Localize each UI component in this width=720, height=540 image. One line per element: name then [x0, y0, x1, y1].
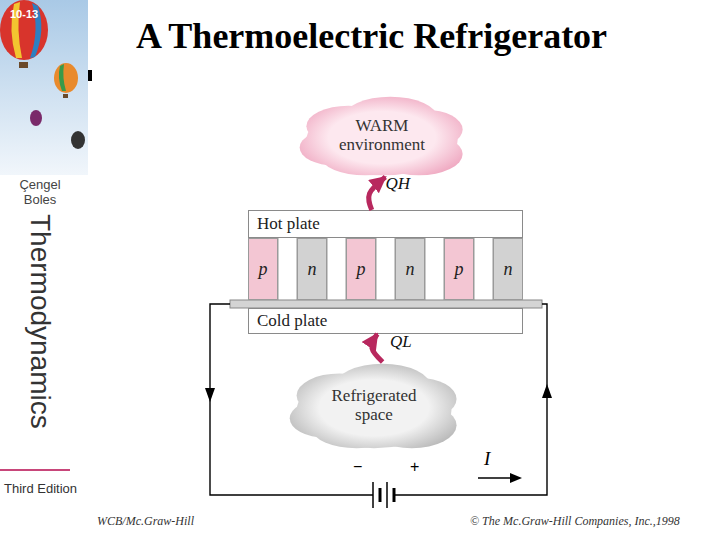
node-text: p: [455, 259, 464, 280]
balloon: [54, 63, 78, 93]
slide-number: 10-13: [10, 8, 38, 20]
connector-bar: [230, 300, 542, 308]
heat-label: QH: [386, 174, 411, 194]
node-text: p: [357, 259, 366, 280]
battery-plate: [393, 488, 396, 502]
metal-contact: [278, 236, 297, 301]
current-arrow: [478, 477, 512, 478]
node-text: n: [406, 259, 415, 280]
node-text: n: [308, 259, 317, 280]
battery-plate: [386, 482, 388, 508]
metal-contact: [425, 236, 444, 301]
metal-contact: [376, 236, 395, 301]
node-text: Refrigerated space: [322, 387, 426, 424]
author-names: Çengel Boles: [14, 178, 66, 208]
battery-polarity: −: [353, 458, 362, 476]
cold-cloud: Refrigerated space: [288, 362, 460, 450]
node-text: p: [259, 259, 268, 280]
cold-plate: Cold plate: [248, 308, 523, 334]
copyright-note: © The Mc.Graw-Hill Companies, Inc.,1998: [470, 514, 680, 529]
heat-flow-arrow: [372, 334, 383, 362]
node-text: Cold plate: [257, 311, 327, 331]
balloon: [0, 0, 48, 60]
current-arrowhead: [205, 388, 215, 402]
battery-plate: [379, 488, 382, 502]
p-leg: p: [248, 238, 278, 300]
edition-note: Third Edition: [4, 481, 77, 496]
n-leg: n: [395, 238, 425, 300]
battery-polarity: +: [410, 458, 419, 476]
metal-contact: [327, 236, 346, 301]
warm-cloud: WARM environment: [298, 95, 466, 177]
sidebar-rule: [0, 469, 70, 471]
node-text: n: [504, 259, 513, 280]
p-leg: p: [346, 238, 376, 300]
metal-contact: [474, 236, 493, 301]
battery-plate: [372, 482, 374, 508]
slide-title: A Thermoelectric Refrigerator: [136, 15, 607, 57]
current-arrowhead: [510, 473, 522, 483]
balloon: [71, 131, 85, 149]
heat-flow-arrow: [369, 177, 386, 210]
p-leg: p: [444, 238, 474, 300]
book-title: Thermodynamics: [24, 214, 56, 429]
balloon: [30, 110, 42, 126]
current-symbol: I: [484, 448, 490, 470]
n-leg: n: [297, 238, 327, 300]
publisher-note: WCB/Mc.Graw-Hill: [97, 514, 194, 529]
n-leg: n: [493, 238, 523, 300]
node-text: Hot plate: [257, 214, 320, 234]
current-arrowhead: [542, 384, 552, 398]
balloon-basket: [63, 94, 68, 98]
hot-plate: Hot plate: [248, 210, 523, 238]
node-text: WARM environment: [330, 117, 434, 154]
heat-label: QL: [390, 332, 412, 352]
balloon-basket: [19, 62, 28, 68]
balloon-stripe: [59, 64, 66, 91]
title-mark: [88, 70, 92, 81]
sky-panel: [0, 0, 88, 175]
